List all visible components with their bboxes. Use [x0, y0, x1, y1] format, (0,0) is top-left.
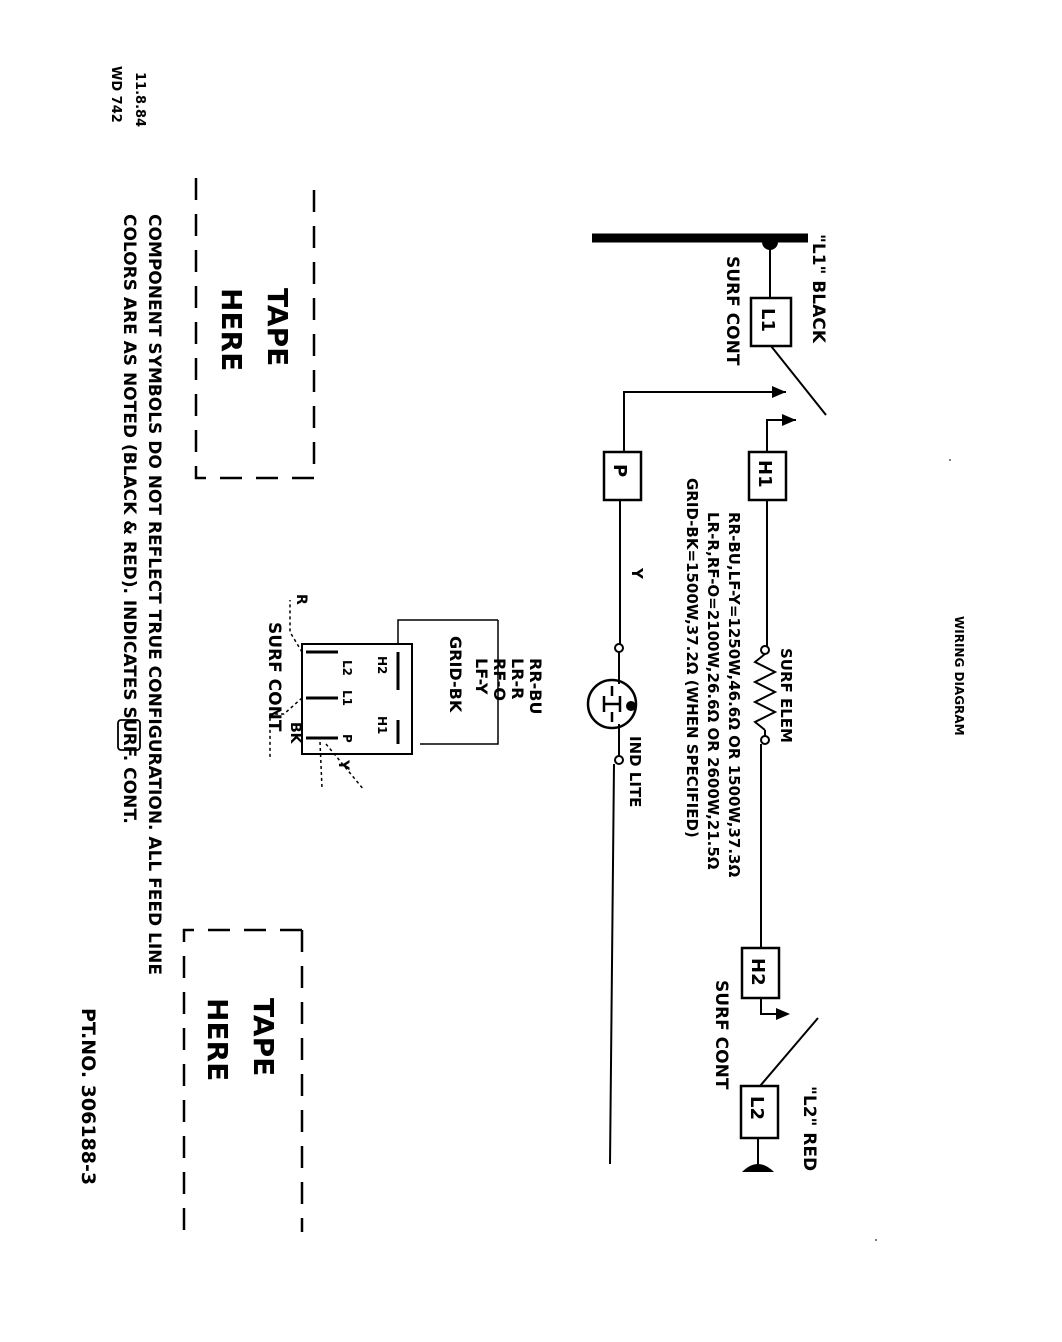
legend-lr: LR-R: [508, 658, 527, 699]
light-terminal-1: [614, 643, 624, 653]
inset-y-label: Y: [335, 759, 351, 771]
h2-terminal-label: H2: [747, 958, 768, 986]
date-code: 11.8.84: [132, 72, 147, 127]
rating-line-2: LR-R,RF-O=2100W,26.6Ω OR 2600W,21.5Ω: [704, 512, 722, 870]
l1-terminal-label: L1: [757, 308, 778, 332]
tape-bottom-line1: TAPE: [247, 998, 280, 1076]
legend-rf: RF-O: [490, 658, 509, 701]
inset-r-lead: [289, 600, 303, 653]
inset-bk-label: BK: [287, 722, 303, 745]
p-feed-wire: [623, 391, 786, 452]
l2-supply-label: "L2" RED: [799, 1086, 819, 1171]
l2-switch-blade: [759, 1017, 819, 1087]
light-return-wire: [609, 763, 615, 1165]
h1-feed-wire: [766, 419, 796, 452]
inset-h2-label: H2: [375, 656, 389, 674]
tape-top-line1: TAPE: [261, 288, 294, 366]
inset-r-label: R: [293, 594, 309, 605]
speck: [875, 1239, 877, 1241]
indicator-lamp-dot: [626, 701, 636, 711]
speck: [949, 459, 951, 461]
surf-elem-label: SURF ELEM: [777, 648, 795, 743]
surf-cont-label-2: SURF CONT: [711, 980, 731, 1090]
l1-switch-blade: [770, 345, 827, 416]
inset-h1-bracket: [420, 620, 499, 745]
inset-l1-label: L1: [340, 690, 354, 706]
l2-terminal-dot: [742, 1164, 774, 1172]
h1-terminal-label: H1: [754, 460, 775, 488]
l2-terminal-box: [739, 1084, 780, 1140]
inset-h2-bracket: [397, 619, 498, 644]
rating-line-3: GRID-BK=1500W,37.2Ω (WHEN SPECIFIED): [683, 478, 701, 838]
l1-supply-label: "L1" BLACK: [808, 234, 828, 344]
tape-box-top: TAPE HERE: [194, 178, 316, 480]
l2-terminal-label: L2: [746, 1096, 767, 1120]
inset-h1-label: H1: [375, 716, 389, 734]
inset-y-lead: [319, 741, 365, 791]
element-terminal-left: [760, 645, 770, 655]
rating-line-1: RR-BU,LF-Y=1250W,46.6Ω OR 1500W,37.3Ω: [725, 512, 743, 877]
light-terminal-2: [614, 755, 624, 765]
h2-output-arrowhead: [776, 1008, 790, 1020]
note-line-1: COMPONENT SYMBOLS DO NOT REFLECT TRUE CO…: [144, 214, 164, 975]
indicator-lamp-outline: [586, 678, 638, 730]
wire-y-label: Y: [628, 567, 646, 580]
inset-bk-lead: [269, 697, 303, 760]
p-terminal-box: [602, 450, 643, 502]
inset-p-label: P: [340, 734, 354, 743]
legend-lf: LF-Y: [472, 658, 491, 695]
surf-element-resistor: [752, 653, 778, 731]
tape-box-bottom: TAPE HERE: [182, 928, 304, 1232]
diagram-title: WIRING DIAGRAM: [952, 616, 966, 736]
surf-cont-label-1: SURF CONT: [722, 256, 742, 366]
inset-l2-label: L2: [340, 660, 354, 676]
indicator-lamp-filament: [602, 686, 622, 722]
p-feed-arrowhead: [772, 386, 786, 398]
surf-cont-symbol-box: [117, 719, 141, 751]
tape-bottom-line2: HERE: [201, 998, 234, 1081]
inset-surf-cont-label: SURF CONT: [264, 622, 284, 732]
tape-top-line2: HERE: [215, 288, 248, 371]
legend-rr: RR-BU: [526, 658, 545, 714]
ind-lite-label: IND LITE: [626, 736, 644, 807]
l1-junction-dot: [762, 234, 778, 250]
part-number: PT.NO. 306188-3: [77, 1008, 99, 1185]
note-line-2: COLORS ARE AS NOTED (BLACK & RED). INDIC…: [119, 214, 139, 824]
legend-grid: GRID-BK: [446, 636, 465, 713]
h1-feed-arrowhead: [782, 414, 796, 426]
wd-code: WD 742: [108, 66, 123, 123]
p-terminal-label: P: [609, 464, 630, 477]
element-terminal-right: [760, 735, 770, 745]
